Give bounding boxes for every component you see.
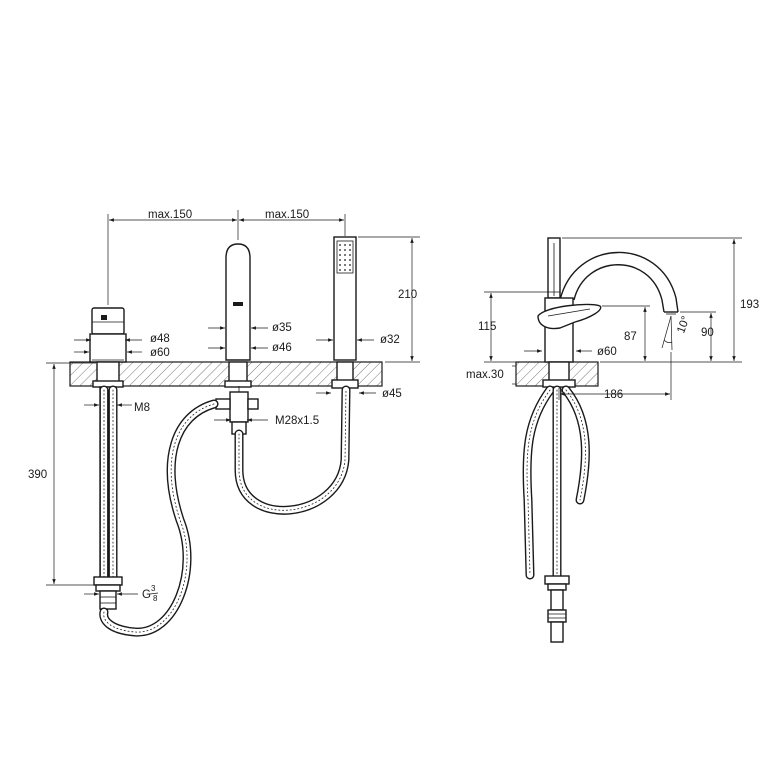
label-thread-g-frac-bottom: 8 <box>153 594 158 603</box>
dim-height-90: 90 10° <box>661 311 716 361</box>
dim-shower-dia: ø32 <box>316 334 400 346</box>
shower-hose <box>99 385 351 637</box>
label-thread-g: G <box>142 589 151 601</box>
label-height-90: 90 <box>701 327 714 339</box>
label-spacing-left: max.150 <box>148 209 192 221</box>
side-supply-hoses <box>522 385 590 643</box>
dim-spacing-left: max.150 <box>107 209 239 305</box>
dim-thread-m28: M28x1.5 <box>214 415 319 427</box>
label-thread-m28: M28x1.5 <box>275 415 319 427</box>
dim-spout-diameters: ø35 ø46 <box>208 322 292 354</box>
hand-shower <box>331 236 359 389</box>
dim-thread-g: G 3 8 <box>84 584 159 603</box>
dim-side-base-dia: ø60 <box>524 346 617 358</box>
label-thread-m8: M8 <box>134 402 150 414</box>
dim-deck-thickness: max.30 <box>466 365 516 385</box>
label-side-base-dia: ø60 <box>597 346 617 358</box>
label-thread-g-frac-top: 3 <box>151 584 156 593</box>
label-shower-dia: ø32 <box>380 334 400 346</box>
label-spacing-right: max.150 <box>265 209 309 221</box>
dim-height-total: 193 <box>562 237 759 363</box>
label-height-handle: 115 <box>478 321 496 333</box>
bath-spout <box>224 243 252 388</box>
dim-height-handle: 115 <box>478 291 560 363</box>
label-spout-top-dia: ø35 <box>272 322 292 334</box>
side-view: 193 115 87 90 10° ø60 <box>466 237 759 643</box>
side-lever <box>537 303 602 330</box>
label-shower-base-dia: ø45 <box>382 388 402 400</box>
dim-height-shower: 210 <box>358 236 420 363</box>
label-angle: 10° <box>675 315 692 335</box>
dim-thread-m8: M8 <box>84 402 150 414</box>
dim-mixer-diameters: ø48 ø60 <box>74 333 170 359</box>
dim-height-87: 87 <box>602 305 650 361</box>
diverter-block <box>215 386 259 435</box>
label-deck-max: max.30 <box>466 369 504 381</box>
label-mixer-top-dia: ø48 <box>150 333 170 345</box>
label-height-87: 87 <box>624 331 637 343</box>
label-height-shower: 210 <box>398 289 417 301</box>
label-hose-length: 390 <box>28 469 47 481</box>
dim-reach: 186 <box>558 352 672 401</box>
label-height-total: 193 <box>740 299 759 311</box>
front-view: max.150 max.150 210 ø48 ø60 ø35 <box>28 209 420 637</box>
label-spout-base-dia: ø46 <box>272 342 292 354</box>
mixer-supply-hoses <box>93 385 123 610</box>
side-spout <box>559 251 679 315</box>
dim-spacing-right: max.150 <box>239 209 346 236</box>
label-reach: 186 <box>604 389 623 401</box>
dim-hose-length: 390 <box>28 362 96 586</box>
label-mixer-base-dia: ø60 <box>150 347 170 359</box>
dim-shower-base-dia: ø45 <box>316 388 402 400</box>
